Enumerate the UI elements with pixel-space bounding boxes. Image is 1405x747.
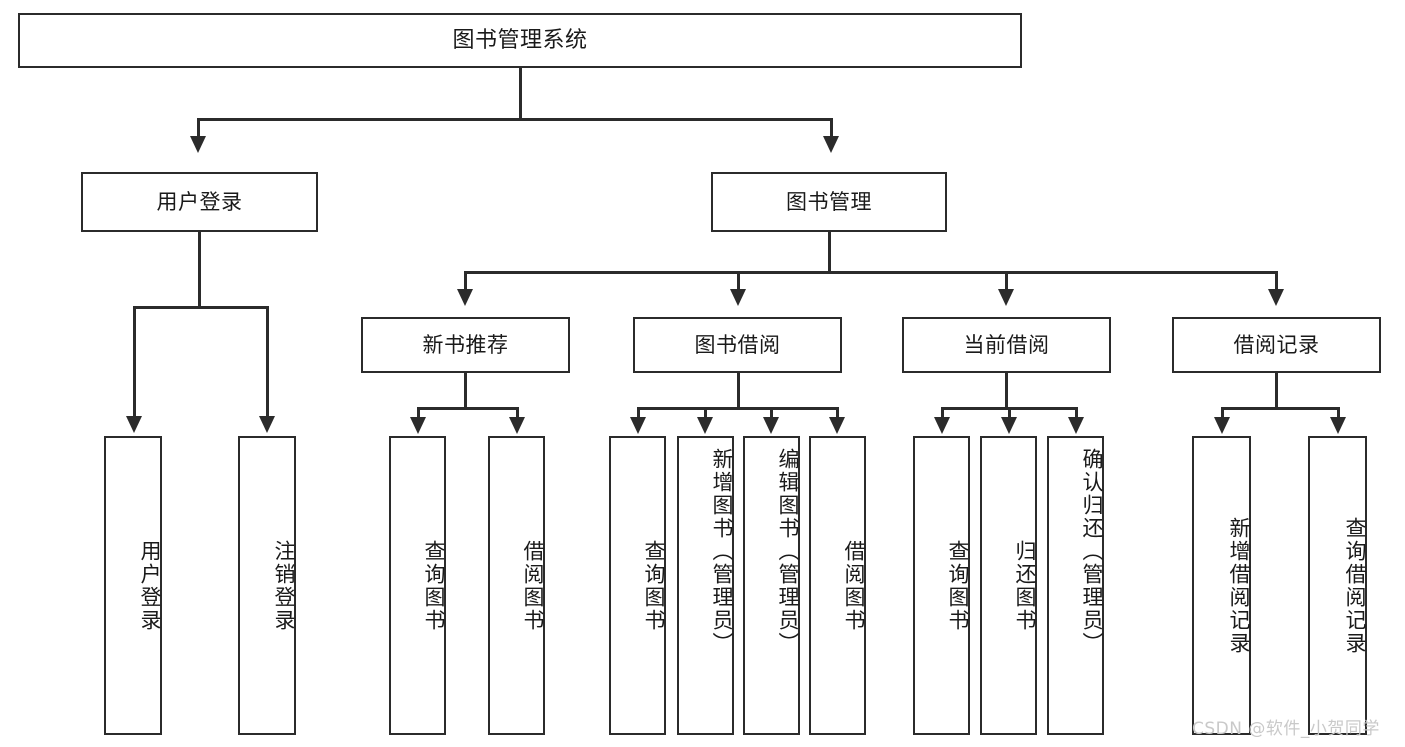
arrowhead-cb-query [934, 417, 950, 434]
arrowhead-bb-add [697, 417, 713, 434]
node-label: 查询图书 [642, 539, 666, 632]
connector-book-manage-stem [828, 232, 831, 271]
node-label: 查询图书 [422, 539, 446, 632]
leaf-bb-add-book-admin[interactable]: 新增图书（管理员） [677, 436, 734, 735]
leaf-rec-query-record[interactable]: 查询借阅记录 [1308, 436, 1367, 735]
node-label: 借阅图书 [842, 539, 866, 632]
leaf-cb-query-book[interactable]: 查询图书 [913, 436, 970, 735]
connector-bb-3 [770, 407, 773, 417]
node-label: 查询图书 [946, 539, 970, 632]
connector-newbook-l [417, 407, 420, 417]
leaf-user-login[interactable]: 用户登录 [104, 436, 162, 735]
connector-root-stem [519, 68, 522, 118]
arrowhead-book-manage [823, 136, 839, 153]
csdn-watermark: CSDN @软件_小贺同学 [1192, 719, 1380, 739]
node-root-system[interactable]: 图书管理系统 [18, 13, 1022, 68]
leaf-cb-return-book[interactable]: 归还图书 [980, 436, 1037, 735]
leaf-rec-add-record[interactable]: 新增借阅记录 [1192, 436, 1251, 735]
node-label: 用户登录 [138, 539, 162, 632]
node-label: 当前借阅 [963, 332, 1050, 357]
connector-book-manage-bus [464, 271, 1278, 274]
connector-cb-3 [1075, 407, 1078, 417]
node-label: 编辑图书（管理员） [776, 448, 800, 655]
node-label: 确认归还（管理员） [1080, 448, 1104, 655]
node-current-borrow[interactable]: 当前借阅 [902, 317, 1111, 373]
connector-user-login-bus [133, 306, 269, 309]
arrowhead-bb-edit [763, 417, 779, 434]
arrowhead-rec-query [1330, 417, 1346, 434]
leaf-bb-edit-book-admin[interactable]: 编辑图书（管理员） [743, 436, 800, 735]
connector-bookborrow-stem [737, 373, 740, 407]
connector-record-bus [1221, 407, 1340, 410]
node-label: 新增借阅记录 [1227, 516, 1251, 655]
leaf-logout[interactable]: 注销登录 [238, 436, 296, 735]
node-label: 归还图书 [1013, 539, 1037, 632]
connector-cb-2 [1008, 407, 1011, 417]
arrowhead-leaf-logout [259, 416, 275, 433]
arrowhead-borrow-record [1268, 289, 1284, 306]
node-book-borrow[interactable]: 图书借阅 [633, 317, 842, 373]
node-label: 查询借阅记录 [1343, 516, 1367, 655]
connector-curborrow-stem [1005, 373, 1008, 407]
node-label: 注销登录 [272, 539, 296, 632]
connector-user-login-left [133, 306, 136, 416]
node-label: 新增图书（管理员） [710, 448, 734, 655]
node-label: 图书管理系统 [452, 27, 588, 53]
node-label: 用户登录 [156, 189, 243, 214]
arrowhead-newbook-query [410, 417, 426, 434]
connector-newbook-r [516, 407, 519, 417]
arrowhead-user-login [190, 136, 206, 153]
connector-bookborrow-bus [637, 407, 839, 410]
node-label: 借阅记录 [1233, 332, 1320, 357]
node-label: 图书借阅 [694, 332, 781, 357]
node-new-book-recommend[interactable]: 新书推荐 [361, 317, 570, 373]
arrowhead-new-book [457, 289, 473, 306]
arrowhead-current-borrow [998, 289, 1014, 306]
connector-drop-new-book [464, 271, 467, 289]
arrowhead-bb-query [630, 417, 646, 434]
connector-bb-4 [836, 407, 839, 417]
arrowhead-bb-borrow [829, 417, 845, 434]
connector-newbook-bus [417, 407, 519, 410]
node-borrow-record[interactable]: 借阅记录 [1172, 317, 1381, 373]
leaf-bb-query-book[interactable]: 查询图书 [609, 436, 666, 735]
arrowhead-leaf-user-login [126, 416, 142, 433]
arrowhead-cb-return [1001, 417, 1017, 434]
connector-record-stem [1275, 373, 1278, 407]
connector-newbook-stem [464, 373, 467, 407]
connector-drop-user-login [197, 118, 200, 136]
leaf-newbook-borrow-book[interactable]: 借阅图书 [488, 436, 545, 735]
connector-rec-2 [1337, 407, 1340, 417]
arrowhead-newbook-borrow [509, 417, 525, 434]
connector-bb-1 [637, 407, 640, 417]
arrowhead-cb-confirm [1068, 417, 1084, 434]
node-book-management[interactable]: 图书管理 [711, 172, 947, 232]
connector-root-bus [197, 118, 833, 121]
connector-drop-book-borrow [737, 271, 740, 289]
connector-drop-borrow-record [1275, 271, 1278, 289]
connector-bb-2 [704, 407, 707, 417]
leaf-cb-confirm-return-admin[interactable]: 确认归还（管理员） [1047, 436, 1104, 735]
connector-cb-1 [941, 407, 944, 417]
connector-user-login-stem [198, 232, 201, 306]
leaf-newbook-query-book[interactable]: 查询图书 [389, 436, 446, 735]
arrowhead-book-borrow [730, 289, 746, 306]
leaf-bb-borrow-book[interactable]: 借阅图书 [809, 436, 866, 735]
node-label: 新书推荐 [422, 332, 509, 357]
node-label: 图书管理 [786, 189, 872, 214]
connector-rec-1 [1221, 407, 1224, 417]
node-label: 借阅图书 [521, 539, 545, 632]
arrowhead-rec-add [1214, 417, 1230, 434]
connector-drop-current-borrow [1005, 271, 1008, 289]
node-user-login[interactable]: 用户登录 [81, 172, 318, 232]
connector-drop-book-manage [830, 118, 833, 136]
connector-user-login-right [266, 306, 269, 416]
